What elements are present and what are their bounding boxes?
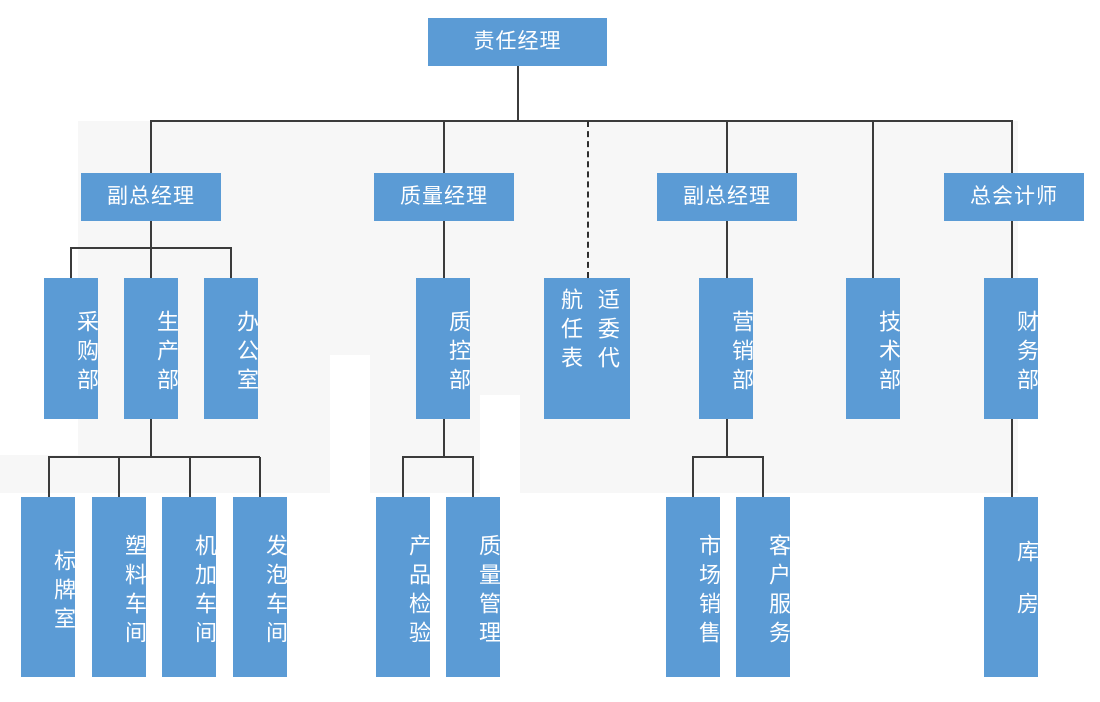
connector-drop-chief-accountant xyxy=(1011,121,1013,173)
node-label: 技术部 xyxy=(875,310,900,397)
connector-qc-bus xyxy=(402,456,474,458)
connector-vp2-stem xyxy=(726,221,728,278)
node-label: 标牌室 xyxy=(50,548,75,636)
node-marketing-dept[interactable]: 营销部 xyxy=(699,278,753,419)
node-warehouse[interactable]: 库房 xyxy=(984,497,1038,677)
connector-quality-mgr-stem xyxy=(443,221,445,278)
connector-drop-market-sales xyxy=(692,457,694,497)
connector-finance-stem xyxy=(1011,419,1013,497)
node-label-col1: 适委代 xyxy=(593,288,619,375)
connector-drop-customer-service xyxy=(762,457,764,497)
node-production-dept[interactable]: 生产部 xyxy=(124,278,178,419)
node-label: 客户服务 xyxy=(765,534,790,650)
connector-drop-machining xyxy=(189,457,191,497)
node-label: 发泡车间 xyxy=(262,534,287,650)
node-machining-workshop[interactable]: 机加车间 xyxy=(162,497,216,677)
connector-level2-bus xyxy=(150,120,1013,122)
node-product-inspection[interactable]: 产品检验 xyxy=(376,497,430,677)
connector-drop-technology xyxy=(872,121,874,278)
node-responsible-manager[interactable]: 责任经理 xyxy=(428,18,607,66)
node-office[interactable]: 办公室 xyxy=(204,278,258,419)
node-vice-general-manager-1[interactable]: 副总经理 xyxy=(81,173,221,221)
node-label: 质控部 xyxy=(445,310,470,397)
connector-vp1-stem xyxy=(150,221,152,248)
connector-marketing-stem xyxy=(726,419,728,457)
connector-drop-inspection xyxy=(402,457,404,497)
node-label: 生产部 xyxy=(153,310,178,397)
connector-drop-vp2 xyxy=(726,121,728,173)
node-plastic-workshop[interactable]: 塑料车间 xyxy=(92,497,146,677)
connector-marketing-bus xyxy=(692,456,764,458)
background-shadow-left xyxy=(330,355,370,493)
node-airworthiness-representative[interactable]: 适委代 航任表 xyxy=(544,278,630,419)
connector-drop-quality-mgmt xyxy=(472,457,474,497)
connector-root-stem xyxy=(517,66,519,121)
node-chief-accountant[interactable]: 总会计师 xyxy=(944,173,1084,221)
node-label: 办公室 xyxy=(233,310,258,397)
node-quality-manager[interactable]: 质量经理 xyxy=(374,173,514,221)
node-purchasing-dept[interactable]: 采购部 xyxy=(44,278,98,419)
connector-qc-stem xyxy=(443,419,445,457)
connector-production-bus xyxy=(48,456,260,458)
node-label: 副总经理 xyxy=(683,184,771,209)
node-label: 产品检验 xyxy=(405,534,430,650)
connector-drop-production xyxy=(150,248,152,278)
node-technology-dept[interactable]: 技术部 xyxy=(846,278,900,419)
node-signboard-room[interactable]: 标牌室 xyxy=(21,497,75,677)
connector-production-stem xyxy=(150,419,152,457)
node-label: 责任经理 xyxy=(473,29,562,54)
node-quality-control-dept[interactable]: 质控部 xyxy=(416,278,470,419)
background-panel-lower xyxy=(0,455,330,493)
node-label: 总会计师 xyxy=(970,184,1058,209)
connector-drop-quality-mgr xyxy=(443,121,445,173)
node-vice-general-manager-2[interactable]: 副总经理 xyxy=(657,173,797,221)
node-quality-management[interactable]: 质量管理 xyxy=(446,497,500,677)
connector-chief-accountant-stem xyxy=(1011,221,1013,278)
node-market-sales[interactable]: 市场销售 xyxy=(666,497,720,677)
node-label: 副总经理 xyxy=(107,184,195,209)
background-shadow-mid xyxy=(480,395,520,493)
node-label: 采购部 xyxy=(73,310,98,397)
node-customer-service[interactable]: 客户服务 xyxy=(736,497,790,677)
node-label: 库房 xyxy=(1013,540,1038,644)
node-foaming-workshop[interactable]: 发泡车间 xyxy=(233,497,287,677)
node-label: 营销部 xyxy=(728,310,753,397)
connector-drop-signboard xyxy=(48,457,50,497)
connector-drop-foaming xyxy=(259,457,261,497)
node-label: 财务部 xyxy=(1013,310,1038,397)
connector-drop-plastic xyxy=(118,457,120,497)
node-label: 机加车间 xyxy=(191,534,216,650)
connector-dashed-airworthiness xyxy=(587,121,589,278)
node-finance-dept[interactable]: 财务部 xyxy=(984,278,1038,419)
node-label: 市场销售 xyxy=(695,534,720,650)
connector-drop-office xyxy=(230,248,232,278)
node-label: 质量经理 xyxy=(400,184,488,209)
node-label-col2: 航任表 xyxy=(557,288,582,375)
connector-drop-vp1 xyxy=(150,121,152,173)
node-label: 塑料车间 xyxy=(121,534,146,650)
connector-drop-purchasing xyxy=(70,248,72,278)
node-label: 质量管理 xyxy=(475,534,500,650)
